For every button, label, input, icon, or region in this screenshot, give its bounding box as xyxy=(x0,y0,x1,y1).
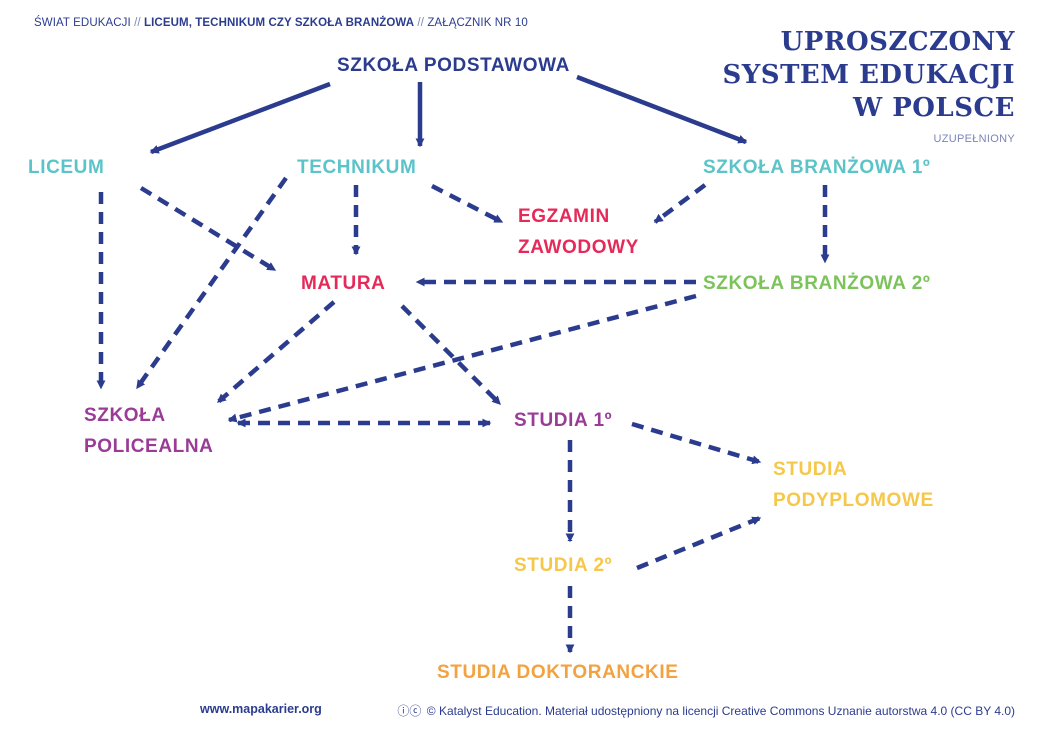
egzamin-line-1: EGZAMIN xyxy=(518,206,610,227)
header-part-2: LICEUM, TECHNIKUM CZY SZKOŁA BRANŻOWA xyxy=(144,17,415,29)
arrow-technikum-to-egzamin xyxy=(430,183,504,225)
arrow-matura-to-policealna xyxy=(216,300,336,404)
title-line-1: UPROSZCZONY xyxy=(780,27,1015,57)
creative-commons-icon: ⓘⓒ xyxy=(397,704,422,718)
node-szkola-branzowa-2: SZKOŁA BRANŻOWA 2º xyxy=(703,273,931,294)
policealna-line-1: SZKOŁA xyxy=(84,405,166,426)
node-liceum: LICEUM xyxy=(28,157,105,178)
arrow-technikum-to-policealna xyxy=(135,176,288,390)
header-part-3: ZAŁĄCZNIK NR 10 xyxy=(427,17,528,29)
title-line-2: SYSTEM EDUKACJI xyxy=(722,60,1015,90)
arrow-branzowa2-to-policealna xyxy=(227,293,697,423)
arrow-matura-to-studia1 xyxy=(400,304,502,406)
header-part-1: ŚWIAT EDUKACJI xyxy=(34,17,131,29)
node-szkola-policealna: SZKOŁA POLICEALNA xyxy=(84,400,214,462)
podyplomowe-line-2: PODYPLOMOWE xyxy=(773,490,934,511)
footer-website-link[interactable]: www.mapakarier.org xyxy=(200,702,322,716)
policealna-line-2: POLICEALNA xyxy=(84,436,214,457)
egzamin-line-2: ZAWODOWY xyxy=(518,237,639,258)
page-subtitle: UZUPEŁNIONY xyxy=(933,133,1015,145)
arrow-podstawowa-to-branzowa1 xyxy=(576,74,748,145)
title-line-3: W POLSCE xyxy=(852,93,1015,123)
page-title: UPROSZCZONY SYSTEM EDUKACJI W POLSCE xyxy=(722,26,1015,125)
arrow-branzowa1-to-egzamin xyxy=(653,183,707,224)
node-technikum: TECHNIKUM xyxy=(297,157,417,178)
node-studia-1: STUDIA 1º xyxy=(514,410,613,431)
node-szkola-podstawowa: SZKOŁA PODSTAWOWA xyxy=(337,55,570,76)
footer-license: ⓘⓒ © Katalyst Education. Materiał udostę… xyxy=(397,702,1015,719)
node-matura: MATURA xyxy=(301,273,386,294)
arrow-liceum-to-matura xyxy=(139,186,277,272)
header-separator-2: // xyxy=(414,17,428,29)
header-breadcrumb: ŚWIAT EDUKACJI // LICEUM, TECHNIKUM CZY … xyxy=(34,17,528,29)
node-egzamin-zawodowy: EGZAMIN ZAWODOWY xyxy=(518,201,639,263)
node-studia-podyplomowe: STUDIA PODYPLOMOWE xyxy=(773,454,934,516)
arrow-podstawowa-to-liceum xyxy=(149,81,331,155)
podyplomowe-line-1: STUDIA xyxy=(773,459,848,480)
node-szkola-branzowa-1: SZKOŁA BRANŻOWA 1º xyxy=(703,157,931,178)
header-separator-1: // xyxy=(130,17,145,29)
node-studia-2: STUDIA 2º xyxy=(514,555,613,576)
footer-license-text: © Katalyst Education. Materiał udostępni… xyxy=(426,704,1015,718)
arrow-studia1-to-podyplomowe xyxy=(631,421,762,465)
node-studia-doktoranckie: STUDIA DOKTORANCKIE xyxy=(437,662,679,683)
arrow-studia2-to-podyplomowe xyxy=(636,515,762,571)
